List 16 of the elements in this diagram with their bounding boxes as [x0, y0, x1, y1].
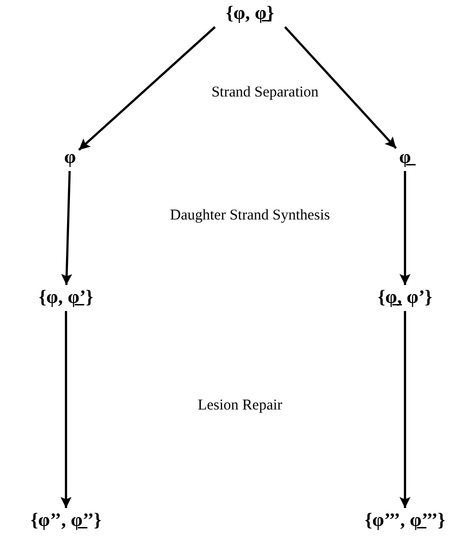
- arrow: [284, 26, 397, 149]
- symbol-set: {φ’’, φ̲’’}: [28, 508, 104, 534]
- step-label: Lesion Repair: [198, 398, 282, 414]
- arrow: [400, 311, 410, 508]
- step-label: Daughter Strand Synthesis: [170, 208, 330, 224]
- symbol-set: {φ, φ̲}: [222, 1, 278, 27]
- symbol-set: φ: [61, 145, 79, 171]
- symbol-set: φ̲: [396, 145, 414, 171]
- arrow: [400, 171, 410, 285]
- symbol-set: {φ, φ̲’}: [36, 285, 96, 311]
- symbol-set: {φ̲, φ’}: [374, 285, 436, 311]
- symbol-set: {φ’’’, φ̲’’’}: [362, 508, 448, 534]
- step-label: Strand Separation: [211, 84, 319, 102]
- arrow: [60, 311, 72, 508]
- arrow: [78, 26, 216, 151]
- arrow: [61, 170, 72, 286]
